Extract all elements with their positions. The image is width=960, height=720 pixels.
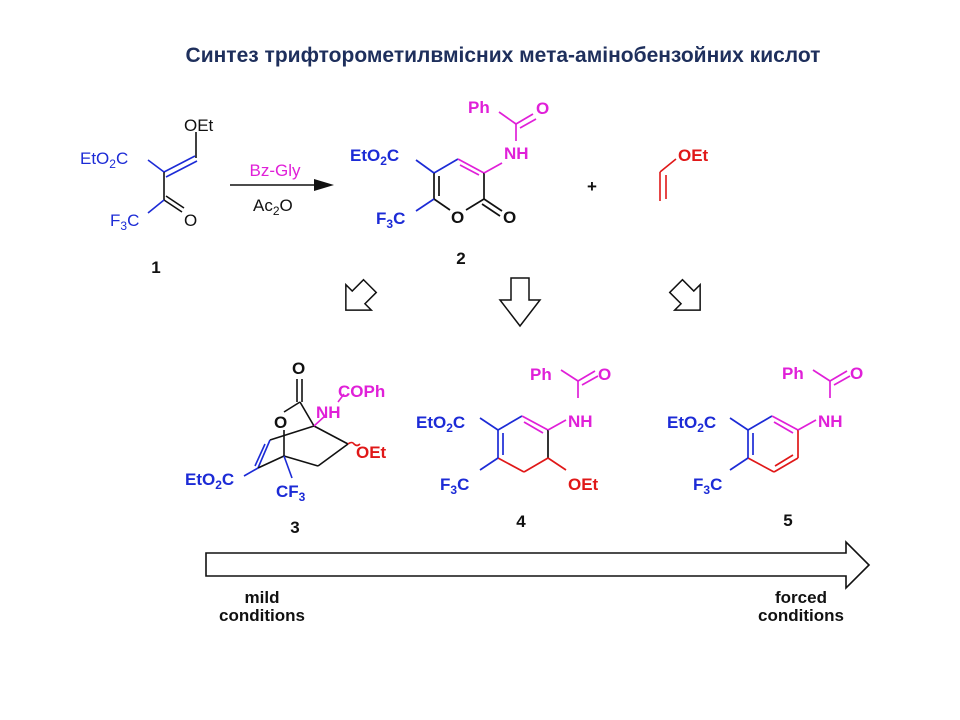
reaction-arrow — [230, 179, 334, 191]
c1-oet-label: OEt — [184, 116, 214, 135]
vinyl-ether — [659, 158, 677, 201]
c1-ester-label: EtO2C — [80, 149, 128, 171]
c1-ketone-oxygen: O — [184, 211, 197, 230]
c4-amide-oxygen: O — [598, 365, 611, 384]
compound-5 — [729, 369, 851, 473]
compound-2 — [415, 111, 537, 217]
condition-forced-line2: conditions — [758, 606, 844, 625]
c5-nh-label: NH — [818, 412, 843, 431]
c1-number: 1 — [151, 258, 160, 277]
c5-amide-oxygen: O — [850, 364, 863, 383]
c3-nh-label: NH — [316, 403, 341, 422]
conditions-arrow — [205, 540, 871, 590]
c3-lactone-oxygen: O — [292, 359, 305, 378]
c3-ester-label: EtO2C — [185, 470, 234, 492]
plus-sign: + — [587, 177, 597, 196]
hollow-arrow-right — [668, 278, 701, 311]
compound-1 — [147, 132, 198, 214]
c4-cf3-label: F3C — [440, 475, 469, 497]
c2-ring-oxygen: O — [451, 208, 464, 227]
c2-nh-label: NH — [504, 144, 529, 163]
hollow-arrow-left — [345, 278, 378, 311]
hollow-arrow-down — [498, 277, 542, 328]
c2-ester-label: EtO2C — [350, 146, 399, 168]
c5-number: 5 — [783, 511, 792, 530]
c1-cf3-label: F3C — [110, 211, 139, 233]
c2-amide-oxygen: O — [536, 99, 549, 118]
c2-number: 2 — [456, 249, 465, 268]
compound-3 — [243, 379, 361, 479]
c4-nh-label: NH — [568, 412, 593, 431]
condition-forced-line1: forced — [775, 588, 827, 607]
condition-mild-line1: mild — [245, 588, 280, 607]
c5-cf3-label: F3C — [693, 475, 722, 497]
c4-ph-label: Ph — [530, 365, 552, 384]
c4-ester-label: EtO2C — [416, 413, 465, 435]
page-title: Синтез трифторометилвмісних мета-амінобе… — [186, 44, 821, 67]
vinyl-oet-label: OEt — [678, 146, 709, 165]
c3-number: 3 — [290, 518, 299, 537]
c5-ester-label: EtO2C — [667, 413, 716, 435]
compound-4 — [479, 369, 599, 473]
c2-cf3-label: F3C — [376, 209, 405, 231]
c3-bridge-oxygen: O — [274, 413, 287, 432]
reagent-bz-gly: Bz-Gly — [250, 161, 302, 180]
c3-oet-label: OEt — [356, 443, 387, 462]
reagent-ac2o: Ac2O — [253, 196, 293, 218]
c3-cf3-label: CF3 — [276, 482, 306, 504]
c4-number: 4 — [516, 512, 526, 531]
c5-ph-label: Ph — [782, 364, 804, 383]
c2-ph-label: Ph — [468, 98, 490, 117]
c3-coph-label: COPh — [338, 382, 385, 401]
c4-oet-label: OEt — [568, 475, 599, 494]
c2-lactone-oxygen: O — [503, 208, 516, 227]
condition-mild-line2: conditions — [219, 606, 305, 625]
